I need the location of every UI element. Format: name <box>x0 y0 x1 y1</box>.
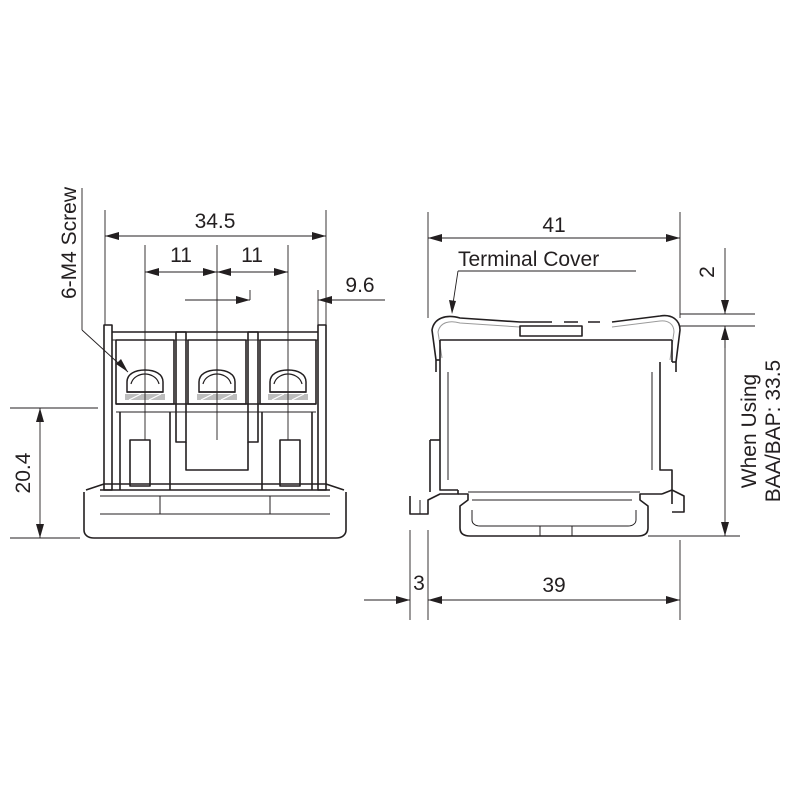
dim-total-height: When Using BAA/BAP: 33.5 <box>721 326 785 536</box>
height-note-line1: When Using <box>738 374 761 488</box>
side-rail-mount <box>409 489 685 537</box>
dim-top-offset: 2 <box>696 248 729 348</box>
dim-height: 20.4 <box>12 408 44 538</box>
dim-height-label: 20.4 <box>12 452 35 493</box>
terminal-cover <box>431 314 681 363</box>
terminal-barriers <box>103 324 327 491</box>
dim-overall-width: 34.5 <box>105 210 326 240</box>
dim-pitch: 11 11 <box>145 244 288 276</box>
front-extension-lines <box>10 210 327 539</box>
dim-foot: 3 <box>364 572 442 604</box>
dim-base-width-label: 39 <box>542 574 565 597</box>
dim-top-offset-label: 2 <box>696 266 719 278</box>
side-body <box>429 339 677 504</box>
cover-callout-label: Terminal Cover <box>458 248 599 271</box>
dim-right-offset-label: 9.6 <box>345 274 374 297</box>
dim-right-offset: 9.6 <box>185 274 385 304</box>
side-view: 41 Terminal Cover 2 When Using BAA/BAP: … <box>364 212 785 620</box>
dim-pitch-left-label: 11 <box>170 244 192 267</box>
front-view: 34.5 11 11 9.6 20.4 <box>10 186 385 539</box>
screw-callout-label: 6-M4 Screw <box>58 186 81 299</box>
terminal-cells <box>115 339 317 490</box>
dim-base-width: 39 <box>428 574 680 604</box>
dim-cover-width: 41 <box>428 214 680 242</box>
dim-pitch-right-label: 11 <box>241 244 263 267</box>
height-note-line2: BAA/BAP: 33.5 <box>762 360 785 502</box>
dim-cover-width-label: 41 <box>542 214 565 237</box>
dim-overall-width-label: 34.5 <box>195 210 236 233</box>
dim-foot-label: 3 <box>413 572 425 595</box>
front-base <box>83 483 347 539</box>
cover-callout: Terminal Cover <box>449 248 636 314</box>
screw-callout: 6-M4 Screw <box>58 186 129 373</box>
side-extension-lines <box>409 212 755 620</box>
